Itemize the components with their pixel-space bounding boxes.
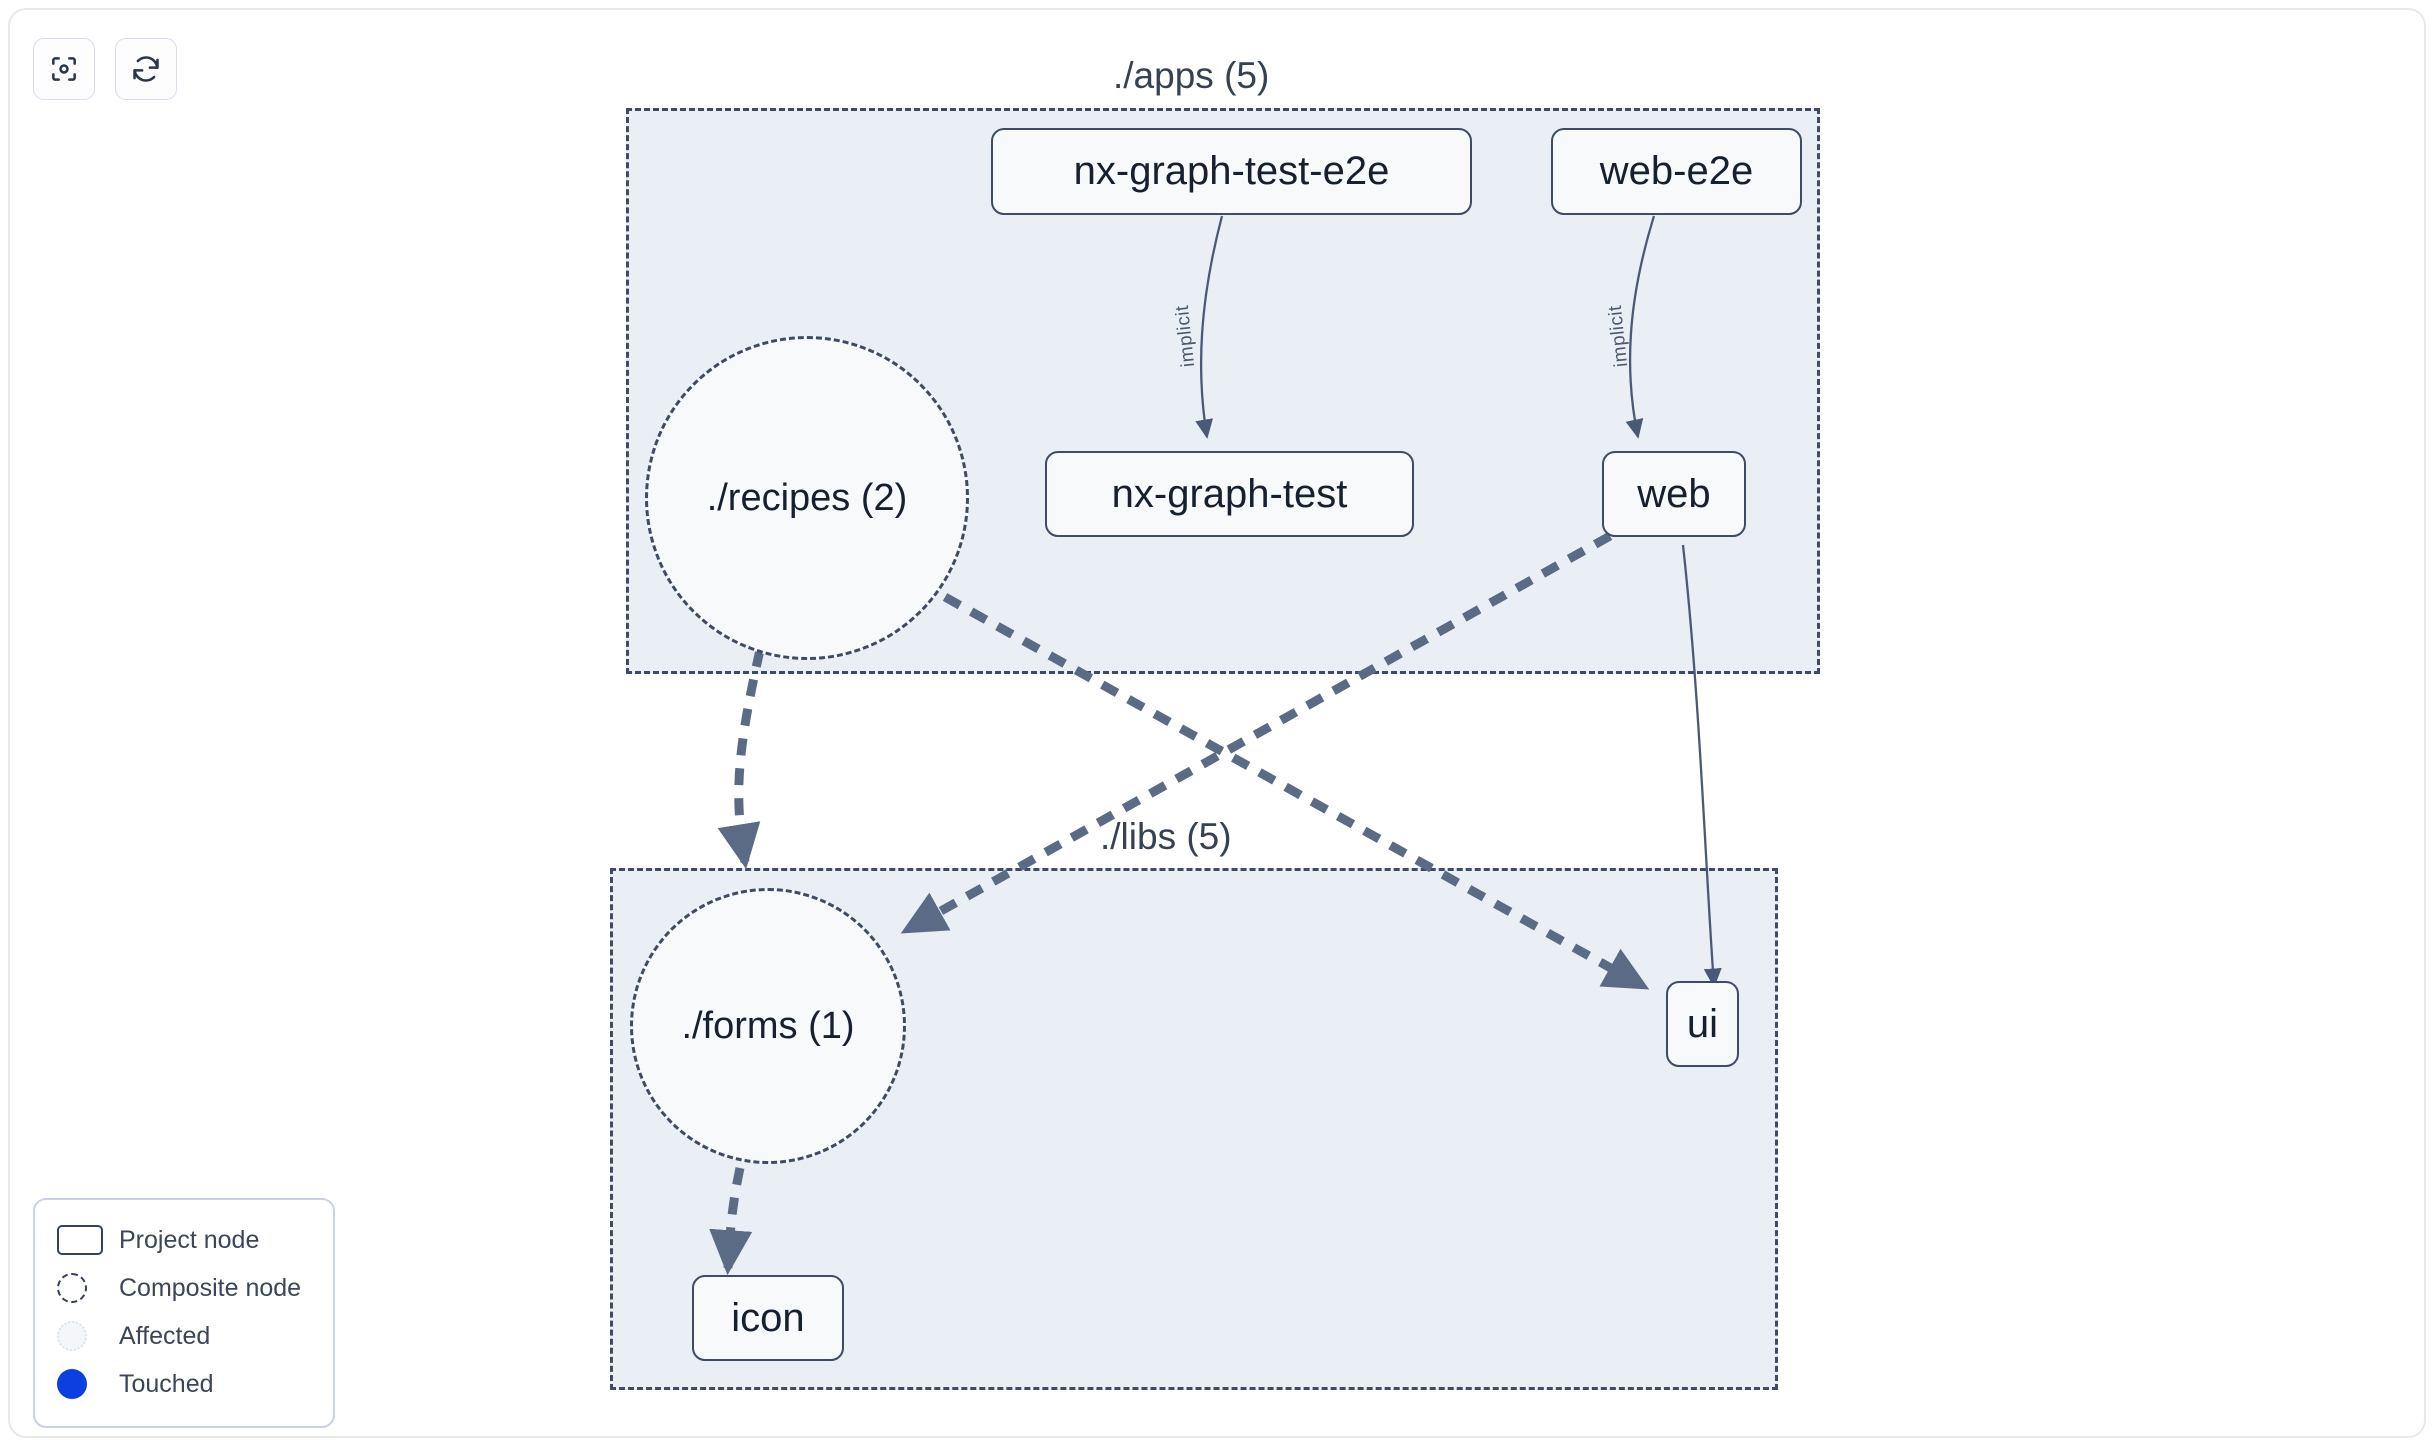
project-node-swatch [57,1225,105,1255]
graph-toolbar [33,38,177,100]
legend-item-affected: Affected [57,1312,313,1360]
focus-graph-button[interactable] [33,38,95,100]
legend-label-composite-node: Composite node [119,1273,302,1302]
refresh-icon [130,53,162,85]
legend-item-composite-node: Composite node [57,1264,313,1312]
node-web-e2e[interactable]: web-e2e [1551,128,1802,215]
affected-swatch [57,1321,105,1351]
legend-item-touched: Touched [57,1360,313,1408]
group-label-apps: ./apps (5) [1113,55,1270,96]
node-web[interactable]: web [1602,451,1746,537]
legend-label-project-node: Project node [119,1225,260,1254]
node-recipes[interactable]: ./recipes (2) [645,336,969,660]
legend-item-project-node: Project node [57,1216,313,1264]
graph-legend: Project node Composite node Affected Tou… [33,1198,335,1428]
node-icon[interactable]: icon [692,1275,844,1361]
focus-target-icon [48,53,80,85]
edge-recipes-to-forms [717,649,765,870]
node-forms[interactable]: ./forms (1) [630,888,906,1164]
legend-label-affected: Affected [119,1321,211,1350]
touched-swatch [57,1369,105,1399]
node-nx-graph-test-e2e[interactable]: nx-graph-test-e2e [991,128,1472,215]
group-label-libs: ./libs (5) [1100,816,1232,857]
node-nx-graph-test[interactable]: nx-graph-test [1045,451,1414,537]
refresh-graph-button[interactable] [115,38,177,100]
legend-label-touched: Touched [119,1369,214,1398]
composite-node-swatch [57,1273,105,1303]
node-ui[interactable]: ui [1666,981,1739,1067]
